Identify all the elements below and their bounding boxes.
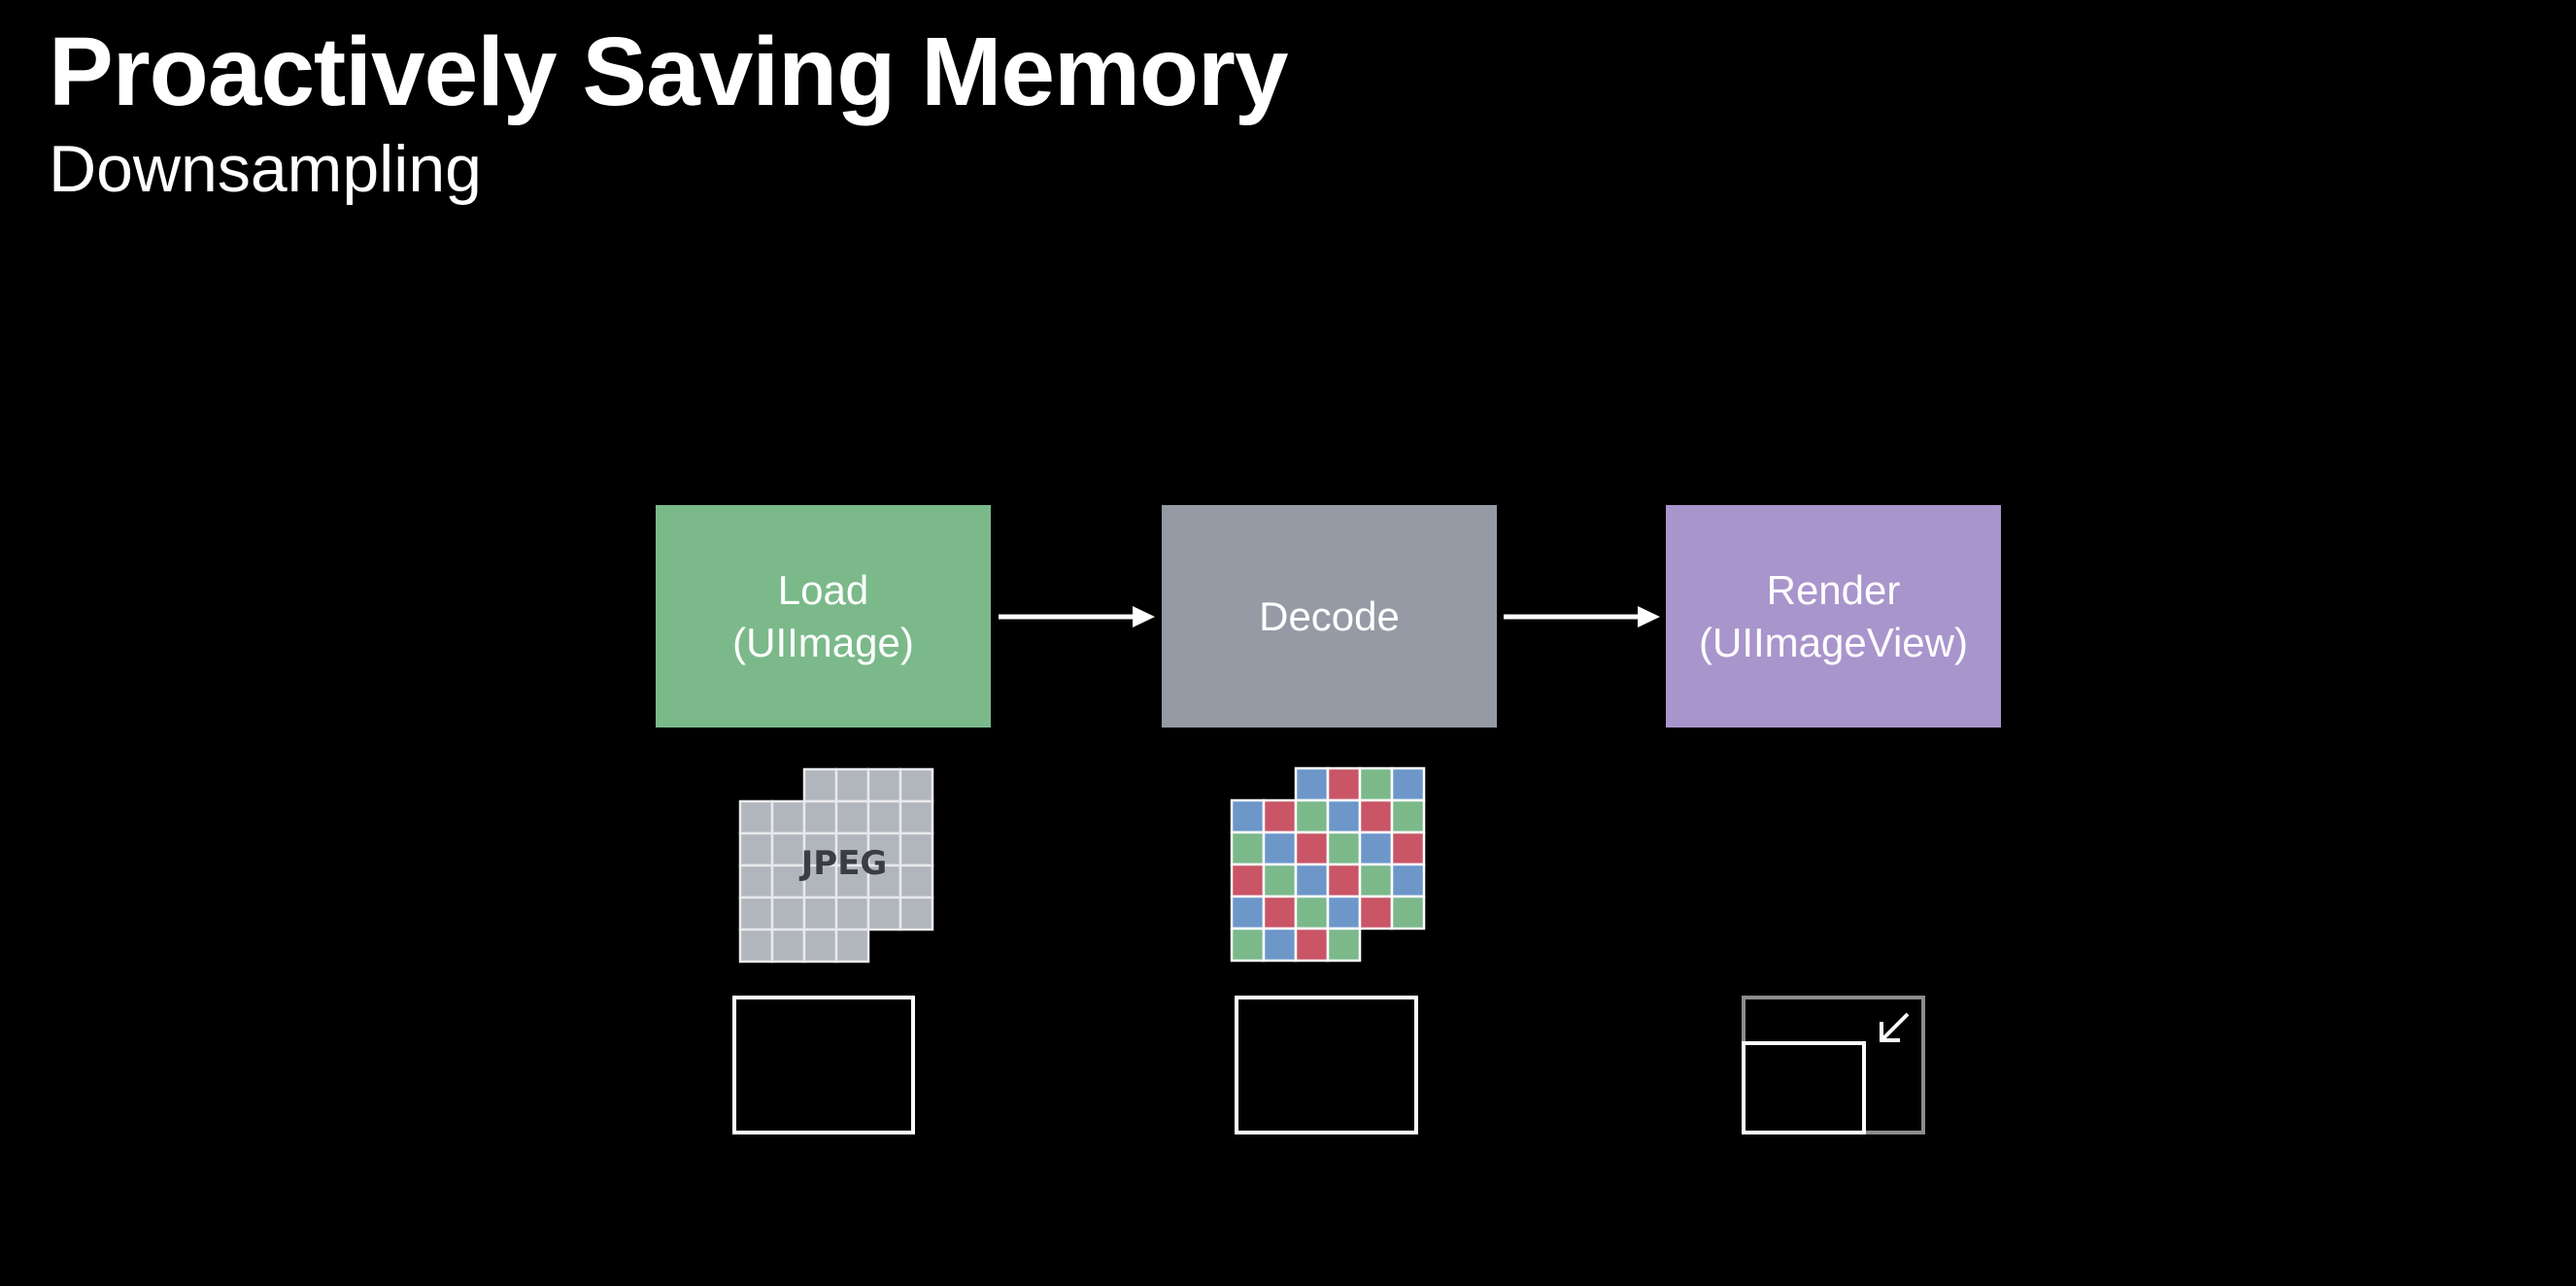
jpeg-tile [738,896,774,931]
jpeg-tile [834,799,870,835]
jpeg-tile [898,863,934,899]
jpeg-tile [802,767,838,803]
pixel-cell [1294,895,1330,931]
jpeg-tile [802,896,838,931]
pixel-cell [1262,798,1298,834]
jpeg-tile [898,767,934,803]
pixel-cell [1294,798,1330,834]
pixel-cell [1358,895,1394,931]
pixel-cell [1230,863,1266,898]
jpeg-tile [802,799,838,835]
jpeg-file-icon: JPEG [738,767,934,964]
jpeg-label: JPEG [799,844,888,883]
pixel-cell [1326,798,1362,834]
jpeg-tile [770,799,806,835]
jpeg-tile [866,767,902,803]
jpeg-tile [770,896,806,931]
buffer-frame-icon [1235,996,1418,1134]
jpeg-tile [770,831,806,867]
pixel-cell [1326,895,1362,931]
arrow-right-icon [999,606,1155,627]
downsample-frame-icon [1742,996,1925,1134]
pixel-cell [1262,830,1298,866]
pixel-cell [1262,863,1298,898]
jpeg-tile [834,831,870,867]
pixel-cell [1358,798,1394,834]
jpeg-tile [898,799,934,835]
jpeg-tile [738,863,774,899]
pixel-cell [1230,830,1266,866]
pixel-cell [1294,927,1330,963]
jpeg-tile [738,928,774,964]
pixel-cell [1390,895,1426,931]
buffer-frame-icon [732,996,915,1134]
pixel-cell [1262,895,1298,931]
slide-subtitle: Downsampling [49,132,482,206]
jpeg-tile [738,799,774,835]
pixel-cell [1326,830,1362,866]
jpeg-tile [898,831,934,867]
jpeg-tile [834,896,870,931]
jpeg-tile [802,863,838,899]
pixel-cell [1294,766,1330,802]
jpeg-tile [770,863,806,899]
pixel-cell [1326,766,1362,802]
pixel-cell [1230,895,1266,931]
pixel-cell [1230,927,1266,963]
jpeg-tile [866,799,902,835]
pixel-cell [1390,863,1426,898]
stage-render-label: Render (UIImageView) [1699,566,1968,665]
jpeg-tile [738,831,774,867]
stage-load-label: Load (UIImage) [732,566,914,665]
jpeg-tile [866,896,902,931]
stage-load: Load (UIImage) [656,505,991,728]
slide-title: Proactively Saving Memory [49,17,1289,126]
pixel-cell [1358,863,1394,898]
jpeg-tile [770,928,806,964]
stage-render: Render (UIImageView) [1666,505,2001,728]
stage-decode-label: Decode [1259,592,1400,639]
pixel-cell [1390,766,1426,802]
pixel-cell [1294,830,1330,866]
pixel-cell [1326,863,1362,898]
pixel-cell [1358,766,1394,802]
pixel-cell [1390,830,1426,866]
jpeg-tile [834,767,870,803]
arrow-right-icon [1504,606,1660,627]
pixel-cell [1294,863,1330,898]
pixel-cell [1326,927,1362,963]
decoded-pixel-grid-icon [1230,766,1426,963]
jpeg-tile [834,928,870,964]
pixel-cell [1390,798,1426,834]
jpeg-tile [802,928,838,964]
pixel-cell [1358,830,1394,866]
pixel-cell [1230,798,1266,834]
stage-decode: Decode [1162,505,1497,728]
pixel-cell [1262,927,1298,963]
jpeg-tile [898,896,934,931]
jpeg-tile [866,863,902,899]
